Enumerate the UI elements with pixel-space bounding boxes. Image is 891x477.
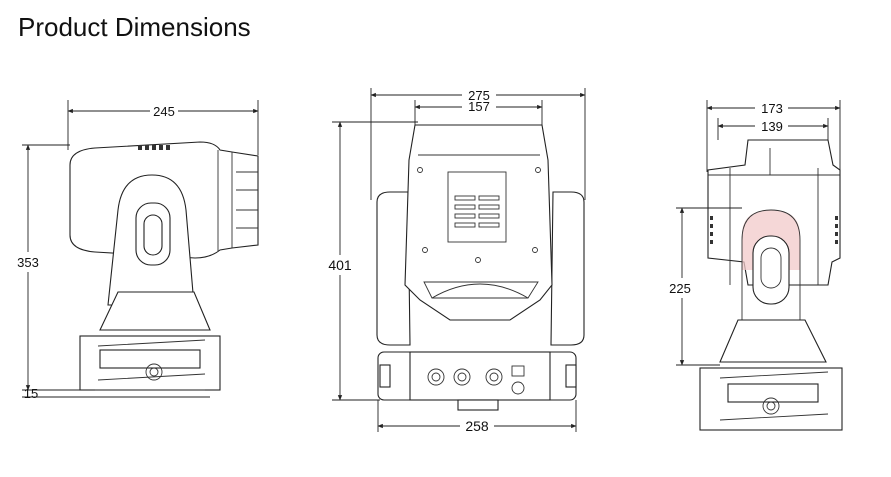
front-view: 275 157 401 258 bbox=[328, 88, 586, 434]
front-base-width-label: 258 bbox=[465, 418, 489, 434]
side-width-label: 245 bbox=[153, 104, 175, 119]
back-view: 173 139 225 bbox=[669, 100, 843, 431]
side-top-vents bbox=[138, 145, 170, 150]
front-overall-width-label: 275 bbox=[468, 88, 490, 103]
back-top-width-label: 139 bbox=[761, 119, 783, 134]
side-height-label: 353 bbox=[17, 255, 39, 270]
front-vent-slots bbox=[454, 195, 500, 228]
page-title: Product Dimensions bbox=[18, 12, 251, 42]
side-base-offset-label: 15 bbox=[24, 386, 38, 401]
side-view: 245 353 15 bbox=[17, 100, 259, 401]
back-left-vents bbox=[710, 216, 713, 244]
front-height-label: 401 bbox=[328, 257, 352, 273]
back-overall-width-label: 173 bbox=[761, 101, 783, 116]
front-top-width-label: 157 bbox=[468, 99, 490, 114]
back-arm-height-label: 225 bbox=[669, 281, 691, 296]
back-right-vents bbox=[835, 216, 838, 244]
